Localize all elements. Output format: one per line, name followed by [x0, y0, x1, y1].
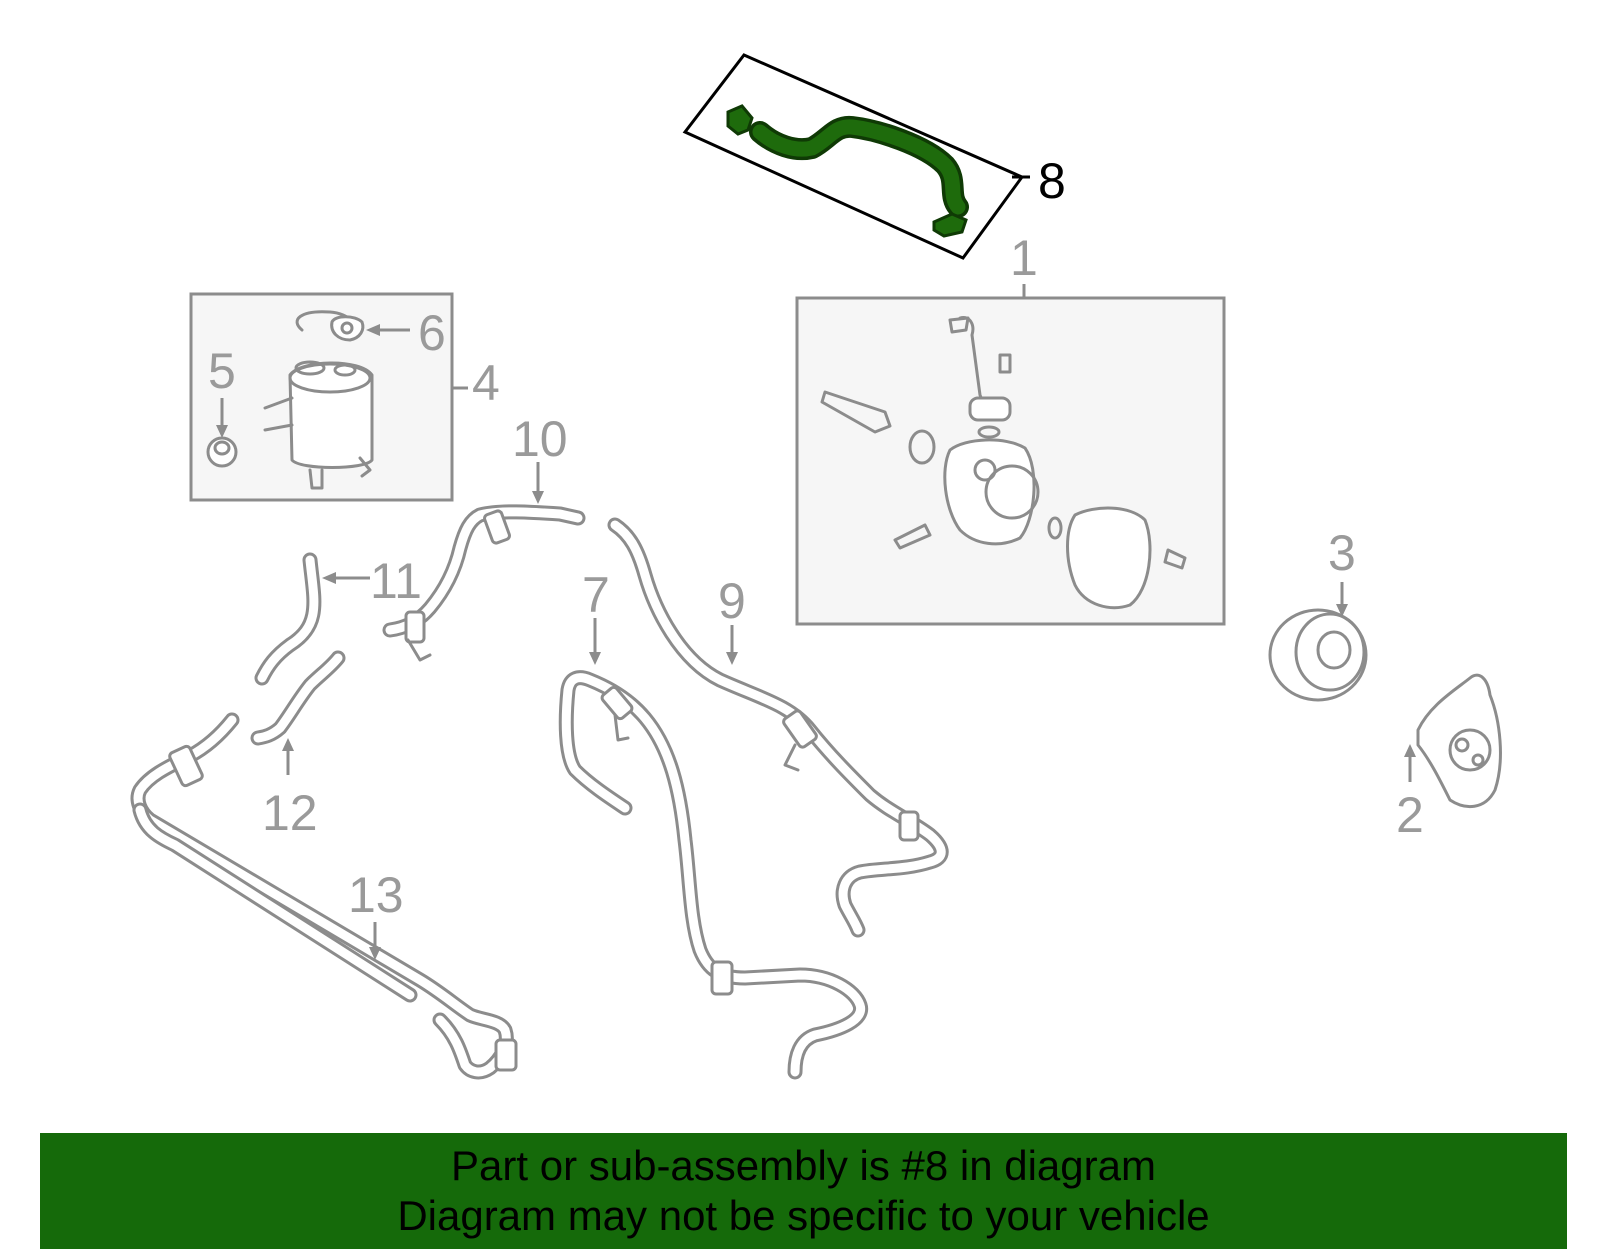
banner-line-1: Part or sub-assembly is #8 in diagram [451, 1142, 1156, 1189]
part-8-clamp-upper [726, 104, 754, 136]
callout-10: 10 [512, 411, 568, 467]
part-7-group[interactable]: 7 [558, 567, 869, 1080]
callout-1: 1 [1010, 230, 1038, 286]
callout-3: 3 [1328, 525, 1356, 581]
part-9-group[interactable]: 9 [607, 517, 949, 938]
part-12-hose[interactable]: 12 [250, 650, 346, 841]
callout-5: 5 [208, 343, 236, 399]
callout-7: 7 [582, 567, 610, 623]
part-8-group[interactable]: 8 [682, 53, 1066, 260]
part-2-group[interactable]: 2 [1396, 673, 1502, 843]
callout-13: 13 [348, 867, 404, 923]
part-3-group[interactable]: 3 [1268, 525, 1368, 702]
part-1-group[interactable]: 1 [795, 230, 1226, 626]
part-4-group[interactable]: 4 6 5 [189, 292, 500, 502]
banner-line-2: Diagram may not be specific to your vehi… [397, 1192, 1210, 1239]
reservoir-icon [263, 310, 374, 490]
callout-4: 4 [472, 355, 500, 411]
part-6-cap[interactable] [330, 315, 365, 342]
callout-6: 6 [418, 305, 446, 361]
part-8-frame [682, 53, 1025, 260]
part-11-hose[interactable]: 11 [254, 552, 422, 686]
part-10-group[interactable]: 10 [382, 411, 586, 662]
callout-9: 9 [718, 573, 746, 629]
info-banner: Part or sub-assembly is #8 in diagram Di… [40, 1133, 1567, 1249]
callout-11: 11 [370, 553, 422, 609]
callout-12: 12 [262, 785, 318, 841]
part-8-hose[interactable] [749, 115, 969, 218]
callout-2: 2 [1396, 787, 1424, 843]
part-5-grommet[interactable] [206, 436, 238, 468]
part-13-group[interactable]: 13 [130, 712, 518, 1080]
callout-8: 8 [1038, 153, 1066, 209]
power-steering-pump-icon [820, 315, 1187, 610]
part-8-clamp-lower [932, 212, 968, 238]
